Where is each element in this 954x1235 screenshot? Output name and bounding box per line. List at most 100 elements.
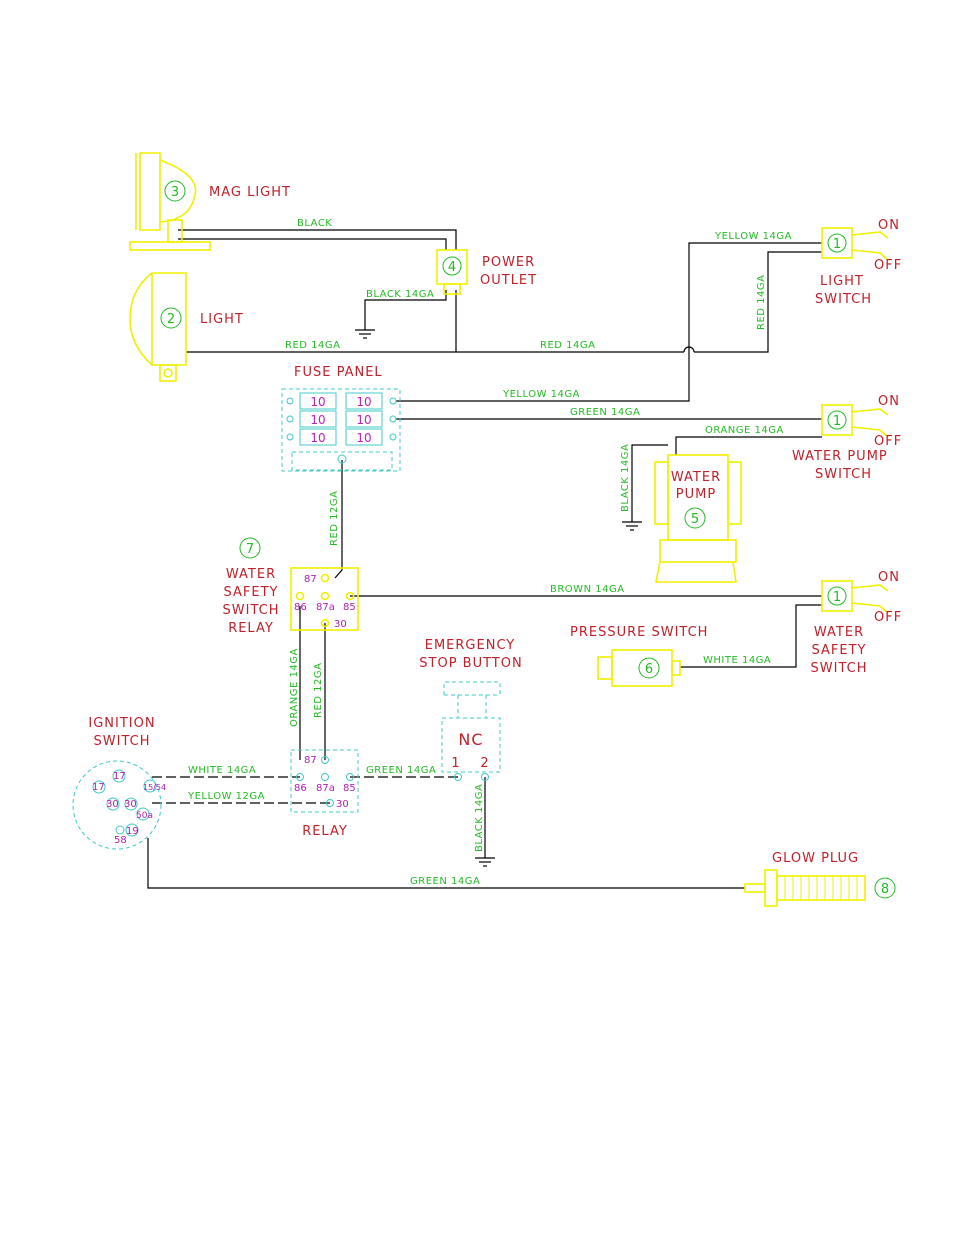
wire-label-brown: BROWN 14GA	[550, 584, 625, 595]
emergency-stop-pin-1: 1	[451, 756, 460, 771]
safety-relay-pin-87: 87	[304, 574, 317, 585]
wire-label-red-main: RED 14GA	[540, 340, 595, 351]
wire-label-red-light-switch: RED 14GA	[756, 275, 767, 330]
fuse-panel[interactable]: 10 10 10 10 10 10	[281, 388, 401, 472]
relay-label: RELAY	[302, 824, 348, 839]
water-pump-switch-on: ON	[878, 394, 900, 409]
water-pump-switch-off: OFF	[874, 434, 902, 449]
relay-pin-87a: 87a	[316, 783, 335, 794]
wire-label-yellow-light-switch: YELLOW 14GA	[714, 231, 792, 242]
emergency-stop-pin-2: 2	[480, 756, 489, 771]
water-safety-switch-label-1: WATER	[814, 625, 864, 640]
wire-label-yellow-fuse: YELLOW 14GA	[502, 389, 580, 400]
safety-relay-number: 7	[246, 542, 254, 557]
fuse-panel-label: FUSE PANEL	[294, 365, 383, 380]
ignition-switch[interactable]: 17 17 15/54 30 30 50a 19 58	[72, 760, 166, 850]
fuse-6: 10	[356, 431, 371, 445]
light-switch-on: ON	[878, 218, 900, 233]
wire-label-red-relay-2: RED 12GA	[313, 663, 324, 718]
ignition-pin-30a: 30	[106, 799, 119, 810]
relay-pin-87: 87	[304, 755, 317, 766]
light-number: 2	[167, 312, 175, 327]
mag-light[interactable]: 3	[129, 152, 211, 251]
relay-pin-86: 86	[294, 783, 307, 794]
water-safety-switch[interactable]: 1	[821, 580, 889, 614]
water-safety-switch-relay[interactable]: 87 86 87a 85 30	[290, 567, 359, 631]
safety-relay-label-4: RELAY	[228, 621, 274, 636]
light-switch-label-1: LIGHT	[820, 274, 864, 289]
water-pump-switch-number: 1	[833, 414, 841, 429]
wire-label-black-pump: BLACK 14GA	[620, 444, 631, 512]
emergency-stop-button[interactable]: NC 1 2	[441, 681, 501, 781]
ignition-switch-label-1: IGNITION	[88, 716, 155, 731]
fuse-5: 10	[310, 431, 325, 445]
wire-label-green-relay: GREEN 14GA	[366, 765, 436, 776]
power-outlet[interactable]: 4	[436, 249, 468, 295]
light-label: LIGHT	[200, 312, 244, 327]
glow-plug-label: GLOW PLUG	[772, 851, 859, 866]
power-outlet-number: 4	[448, 260, 456, 275]
wire-label-green-glow: GREEN 14GA	[410, 876, 480, 887]
water-safety-switch-number: 1	[833, 590, 841, 605]
power-outlet-label-2: OUTLET	[480, 273, 537, 288]
wire-label-red-relay: RED 12GA	[329, 491, 340, 546]
wire-labels: BLACK BLACK 14GA RED 14GA RED 14GA YELLO…	[187, 218, 792, 887]
wire-label-green-fuse: GREEN 14GA	[570, 407, 640, 418]
wire-label-orange-pump: ORANGE 14GA	[705, 425, 784, 436]
water-pump-switch-label-2: SWITCH	[815, 467, 872, 482]
water-safety-switch-label-2: SAFETY	[812, 643, 867, 658]
mag-light-number: 3	[171, 185, 179, 200]
emergency-stop-nc: NC	[458, 730, 483, 749]
wires	[147, 229, 822, 889]
wire-label-yellow-ignition: YELLOW 12GA	[187, 791, 265, 802]
glow-plug[interactable]: 8	[744, 869, 896, 907]
wire-label-red-light: RED 14GA	[285, 340, 340, 351]
water-pump-label-1: WATER	[671, 470, 721, 485]
water-safety-switch-off: OFF	[874, 610, 902, 625]
fuse-4: 10	[356, 413, 371, 427]
water-pump-switch[interactable]: 1	[821, 404, 889, 438]
safety-relay-label-3: SWITCH	[223, 603, 280, 618]
light-switch-off: OFF	[874, 258, 902, 273]
fuse-1: 10	[310, 395, 325, 409]
mag-light-label: MAG LIGHT	[209, 185, 291, 200]
pressure-switch-label: PRESSURE SWITCH	[570, 625, 708, 640]
wire-label-black-outlet: BLACK 14GA	[366, 289, 434, 300]
ignition-pin-19: 19	[126, 826, 139, 837]
wire-label-black-stop: BLACK 14GA	[474, 784, 485, 852]
ignition-pin-17b: 17	[92, 782, 105, 793]
emergency-stop-label-2: STOP BUTTON	[419, 656, 522, 671]
light-switch[interactable]: 1	[821, 227, 889, 261]
ignition-pin-17a: 17	[113, 771, 126, 782]
wire-label-black-top: BLACK	[297, 218, 332, 229]
relay-pin-85: 85	[343, 783, 356, 794]
water-pump-number: 5	[691, 512, 699, 527]
water-pump-label-2: PUMP	[676, 487, 716, 502]
wire-label-white-ignition: WHITE 14GA	[188, 765, 256, 776]
water-safety-switch-label-3: SWITCH	[811, 661, 868, 676]
wire-label-orange-relay: ORANGE 14GA	[289, 648, 300, 727]
water-safety-switch-on: ON	[878, 570, 900, 585]
ignition-pin-58: 58	[114, 835, 127, 846]
safety-relay-label-1: WATER	[226, 567, 276, 582]
pressure-switch[interactable]: 6	[597, 649, 681, 687]
ignition-pin-50a: 50a	[136, 811, 153, 821]
fuse-3: 10	[310, 413, 325, 427]
power-outlet-label-1: POWER	[482, 255, 535, 270]
relay[interactable]: 87 86 87a 85 30	[290, 749, 359, 813]
safety-relay-pin-30: 30	[334, 619, 347, 630]
ignition-pin-15-54: 15/54	[143, 783, 166, 792]
fuse-2: 10	[356, 395, 371, 409]
safety-relay-label-2: SAFETY	[224, 585, 279, 600]
safety-relay-pin-86: 86	[294, 602, 307, 613]
ignition-switch-label-2: SWITCH	[94, 734, 151, 749]
light-switch-label-2: SWITCH	[815, 292, 872, 307]
water-pump[interactable]: 5	[654, 454, 742, 583]
emergency-stop-label-1: EMERGENCY	[425, 638, 515, 653]
water-pump-switch-label: WATER PUMP	[792, 449, 888, 464]
safety-relay-pin-85: 85	[343, 602, 356, 613]
light[interactable]: 2	[129, 272, 187, 382]
relay-pin-30: 30	[336, 799, 349, 810]
safety-relay-pin-87a: 87a	[316, 602, 335, 613]
